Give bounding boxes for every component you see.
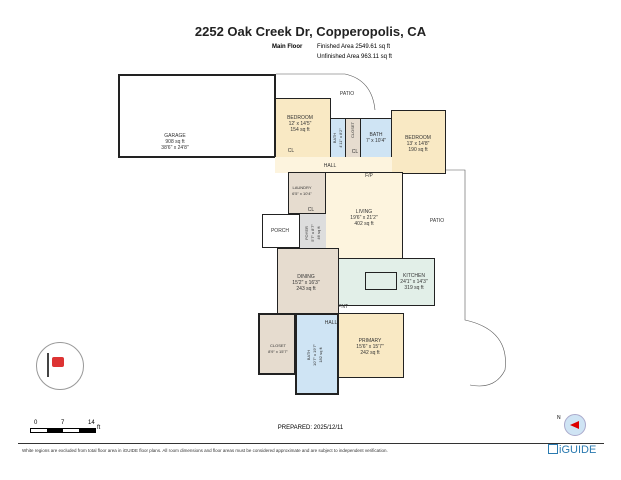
label-hall-2: HALL	[324, 320, 338, 326]
room-bath-primary	[295, 313, 339, 395]
compass-north: N	[557, 415, 561, 421]
footer-divider	[18, 443, 604, 444]
room-bedroom-2	[391, 110, 446, 174]
label-cl-2: CL	[351, 149, 359, 155]
compass-icon	[564, 414, 586, 436]
label-patio-right: PATIO	[429, 218, 445, 224]
unfinished-area: Unfinished Area 963.11 sq ft	[317, 54, 392, 60]
camera-icon	[52, 357, 64, 367]
scale-tick-14: 14	[88, 420, 95, 426]
scale-tick-7: 7	[61, 420, 65, 426]
label-porch: PORCH	[270, 228, 290, 234]
room-porch	[262, 214, 300, 248]
kitchen-island	[365, 272, 397, 290]
scale-unit: ft	[97, 425, 101, 431]
room-hall	[275, 157, 392, 173]
label-hall: HALL	[323, 163, 337, 169]
label-patio-top: PATIO	[339, 91, 355, 97]
iguide-logo: iGUIDE	[548, 444, 596, 456]
room-primary	[338, 313, 404, 378]
room-foyer	[300, 214, 326, 250]
room-garage	[118, 74, 276, 158]
prepared-date: PREPARED: 2025/12/11	[277, 425, 344, 431]
scale-bar	[30, 428, 96, 433]
label-cl-1: CL	[287, 148, 295, 154]
tourdafotos-logo	[36, 342, 84, 390]
scale-tick-0: 0	[34, 420, 38, 426]
label-fireplace: F/P	[365, 173, 373, 179]
finished-area: Finished Area 2549.61 sq ft	[317, 44, 391, 50]
room-bath-2	[360, 118, 392, 158]
label-cl-3: CL	[307, 207, 315, 213]
floor-name: Main Floor	[272, 44, 303, 50]
footnote: White regions are excluded from total fl…	[22, 448, 388, 453]
label-pantry: PNT	[338, 304, 348, 310]
label-closet: CLOSET	[350, 121, 355, 139]
page-title: 2252 Oak Creek Dr, Copperopolis, CA	[194, 24, 427, 39]
